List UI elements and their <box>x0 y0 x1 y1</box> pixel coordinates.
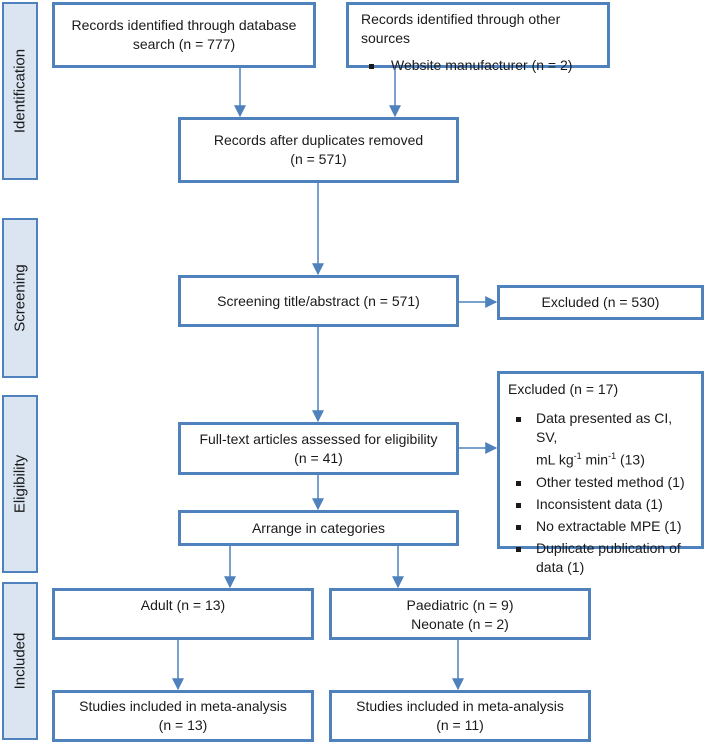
box-line: Arrange in categories <box>251 519 386 536</box>
box-screening: Screening title/abstract (n = 571) <box>178 275 459 327</box>
box-line: Studies included in meta-analysis <box>79 698 287 714</box>
box-line: Studies included in meta-analysis <box>356 698 564 714</box>
box-excluded-screening: Excluded (n = 530) <box>497 285 704 320</box>
box-line: Full-text articles assessed for eligibil… <box>199 430 438 447</box>
box-line: Paediatric (n = 9) <box>406 597 514 613</box>
box-line: (n = 11) <box>436 717 484 733</box>
stage-screening: Screening <box>2 218 38 378</box>
stage-identification: Identification <box>2 2 38 180</box>
superscript: -1 <box>573 451 582 461</box>
bullet-item: Inconsistent data (1) <box>508 495 697 514</box>
box-line: (n = 13) <box>158 717 208 733</box>
box-line: (n = 571) <box>290 151 347 167</box>
box-paediatric-neonate: Paediatric (n = 9) Neonate (n = 2) <box>329 588 591 640</box>
box-meta-paediatric: Studies included in meta-analysis (n = 1… <box>329 690 591 742</box>
box-line: (n = 41) <box>294 449 343 466</box>
box-line: Adult (n = 13) <box>140 597 226 613</box>
item-text: Duplicate publication of <box>536 539 681 556</box>
box-line: Screening title/abstract (n = 571) <box>217 292 420 309</box>
box-arrange-categories: Arrange in categories <box>178 510 459 546</box>
excluded-reasons-list: Data presented as CI, SV, mL kg-1 min-1 … <box>508 409 697 577</box>
box-line: Records identified through database <box>71 17 297 33</box>
box-adult: Adult (n = 13) <box>52 588 314 640</box>
bullet-item: No extractable MPE (1) <box>508 517 697 536</box>
superscript: -1 <box>608 451 617 461</box>
item-text: mL kg <box>536 451 574 468</box>
stage-eligibility: Eligibility <box>2 395 38 573</box>
item-text: Data presented as CI, SV, <box>536 410 673 445</box>
stage-included: Included <box>2 582 38 740</box>
box-excluded-full-text: Excluded (n = 17) Data presented as CI, … <box>497 371 704 575</box>
item-text: min <box>581 451 609 468</box>
item-text: data (1) <box>536 558 585 575</box>
box-meta-adult: Studies included in meta-analysis (n = 1… <box>52 690 314 742</box>
box-line: Neonate (n = 2) <box>411 616 509 632</box>
bullet-item: Website manufacturer (n = 2) <box>361 56 607 75</box>
box-title: Records identified through other sources <box>361 11 561 46</box>
bullet-item: Data presented as CI, SV, mL kg-1 min-1 … <box>508 409 697 470</box>
box-database-search: Records identified through database sear… <box>52 2 316 68</box>
bullet-item: Other tested method (1) <box>508 473 697 492</box>
box-duplicates-removed: Records after duplicates removed (n = 57… <box>178 117 459 183</box>
box-full-text: Full-text articles assessed for eligibil… <box>178 422 459 475</box>
item-text: (13) <box>616 451 645 468</box>
box-other-sources: Records identified through other sources… <box>346 2 610 73</box>
box-line: search (n = 777) <box>132 36 236 52</box>
bullet-item: Duplicate publication of data (1) <box>508 539 697 577</box>
box-line: Records after duplicates removed <box>213 132 424 148</box>
box-line: Excluded (n = 530) <box>541 294 660 310</box>
box-title: Excluded (n = 17) <box>508 381 619 397</box>
